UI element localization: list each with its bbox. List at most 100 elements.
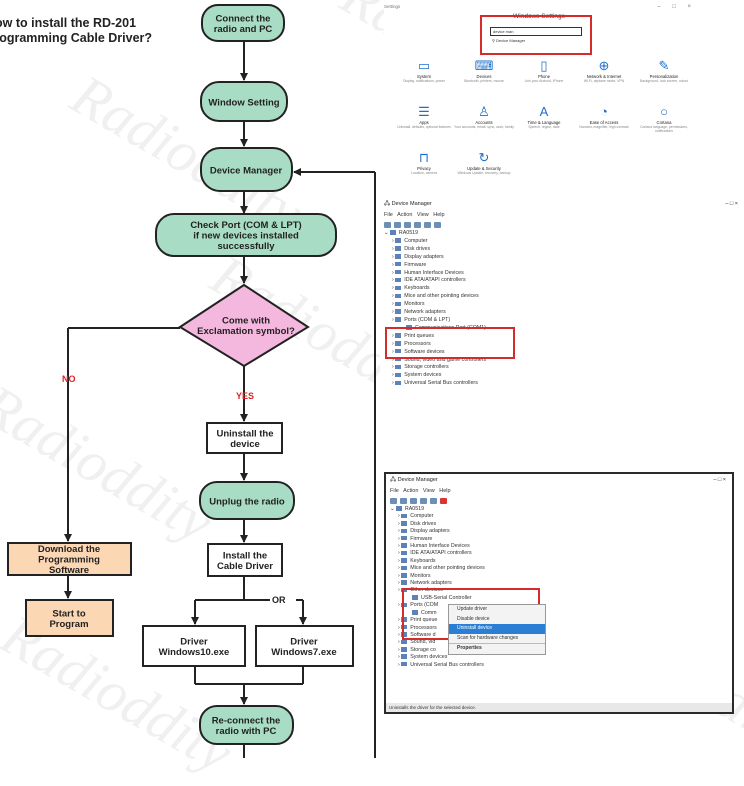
tree-item[interactable]: › Universal Serial Bus controllers: [392, 380, 478, 387]
tree-item[interactable]: › IDE ATA/ATAPI controllers: [398, 550, 472, 557]
tree-item[interactable]: › Storage co: [398, 646, 436, 653]
toolbar[interactable]: [386, 496, 732, 506]
device-manager-icon: 🖧: [384, 201, 392, 207]
context-menu-item[interactable]: Properties: [449, 643, 545, 654]
forward-icon[interactable]: [400, 498, 407, 504]
tree-item[interactable]: › Display adapters: [398, 528, 450, 535]
toolbar[interactable]: [380, 220, 744, 230]
tree-root[interactable]: ⌄ RA0519: [384, 230, 419, 236]
tree-item[interactable]: › Network adapters: [392, 309, 446, 316]
view-icon[interactable]: [424, 222, 431, 228]
tree-item[interactable]: › Keyboards: [392, 285, 430, 292]
tile-name: Devices: [476, 74, 492, 79]
tree-item[interactable]: › Ports (COM: [398, 602, 439, 609]
tree-item[interactable]: › Firmware: [398, 535, 433, 542]
tree-item[interactable]: › Processors: [398, 624, 437, 631]
menu-bar[interactable]: File Action View Help: [384, 212, 445, 218]
window-controls[interactable]: – □ ×: [725, 201, 738, 207]
tree-item[interactable]: › Computer: [392, 237, 428, 244]
context-menu-item[interactable]: Disable device: [457, 615, 490, 622]
tree-item[interactable]: Comm: [390, 610, 732, 617]
tile-desc: Display, notifications, power: [403, 79, 445, 83]
tree-item[interactable]: › System devices: [392, 372, 442, 379]
tree-item[interactable]: › Disk drives: [392, 245, 431, 252]
help-icon[interactable]: [420, 498, 427, 504]
tree-item[interactable]: › Human Interface Devices: [392, 269, 464, 276]
context-menu-item[interactable]: Uninstall device: [449, 624, 545, 634]
device-icon: [412, 595, 418, 600]
tile-name: System: [417, 74, 431, 79]
search-suggestion[interactable]: ⚲ Device Manager: [492, 38, 526, 43]
tree-item[interactable]: › Human Interface Devices: [398, 543, 470, 550]
menu-bar[interactable]: File Action View Help: [390, 488, 451, 494]
tree-item[interactable]: › Processors: [392, 340, 431, 347]
tree-item[interactable]: › Computer: [398, 513, 434, 520]
tree-item[interactable]: › Display adapters: [392, 253, 444, 260]
tree-item[interactable]: › Universal Serial Bus controllers: [398, 661, 484, 668]
search-input[interactable]: device man: [490, 27, 582, 36]
back-icon[interactable]: [390, 498, 397, 504]
tree-item[interactable]: › Monitors: [392, 301, 425, 308]
tree-item[interactable]: › Software devices: [392, 348, 445, 355]
tree-item[interactable]: › Mice and other pointing devices: [392, 293, 479, 300]
back-icon[interactable]: [384, 222, 391, 228]
tile-desc: Bluetooth, printers, mouse: [464, 79, 504, 83]
tree-item[interactable]: › Software d: [398, 631, 436, 638]
tree-item[interactable]: › Disk drives: [398, 520, 437, 527]
device-icon: [401, 587, 408, 593]
device-icon: [401, 602, 408, 608]
remove-icon[interactable]: [440, 498, 447, 504]
tree-item[interactable]: › Sound, vid: [398, 639, 436, 646]
tree-item[interactable]: › Ports (COM & LPT): [392, 316, 451, 323]
tree-root[interactable]: ⌄ RA0519: [390, 506, 425, 512]
device-icon: [395, 364, 402, 370]
tree-item[interactable]: › System devices: [398, 654, 448, 661]
monitor-icon[interactable]: [434, 222, 441, 228]
tree-item[interactable]: USB-Serial Controller: [390, 595, 732, 602]
scan-icon[interactable]: [430, 498, 437, 504]
context-menu-item[interactable]: Update driver: [457, 606, 488, 612]
tree-item[interactable]: › Firmware: [392, 261, 427, 268]
tree-item[interactable]: › Print queues: [392, 332, 434, 339]
properties-icon[interactable]: [410, 498, 417, 504]
properties-icon[interactable]: [404, 222, 411, 228]
tile-desc: Narrator, magnifier, high contrast: [579, 125, 629, 129]
node-check-port: Check Port (COM & LPT)if new devices ins…: [155, 213, 337, 257]
tree-item[interactable]: › Other devices: [398, 587, 443, 594]
node-unplug: Unplug the radio: [199, 481, 295, 520]
tree-item[interactable]: › Storage controllers: [392, 364, 449, 371]
window-controls[interactable]: – □ ×: [713, 477, 726, 483]
tile-name: Apps: [419, 120, 429, 125]
context-menu-item[interactable]: Scan for hardware changes: [457, 634, 519, 641]
tree-item[interactable]: › Mice and other pointing devices: [398, 565, 485, 572]
tree-item[interactable]: › Sound, video and game controllers: [392, 356, 487, 363]
window-controls[interactable]: – □ ×: [657, 4, 696, 10]
tree-item[interactable]: › IDE ATA/ATAPI controllers: [392, 277, 466, 284]
search-icon: ⚲: [492, 38, 497, 43]
devices-icon: ⌨: [474, 58, 494, 73]
tree-item[interactable]: › Print queue: [398, 617, 438, 624]
tile-desc: Wi-Fi, airplane mode, VPN: [583, 79, 625, 83]
window-title: Settings: [384, 4, 401, 9]
tree-item[interactable]: › Keyboards: [398, 557, 436, 564]
tree-item[interactable]: › Network adapters: [398, 580, 452, 587]
device-icon: [395, 372, 402, 378]
forward-icon[interactable]: [394, 222, 401, 228]
tree-item[interactable]: › Monitors: [398, 572, 431, 579]
help-icon[interactable]: [414, 222, 421, 228]
